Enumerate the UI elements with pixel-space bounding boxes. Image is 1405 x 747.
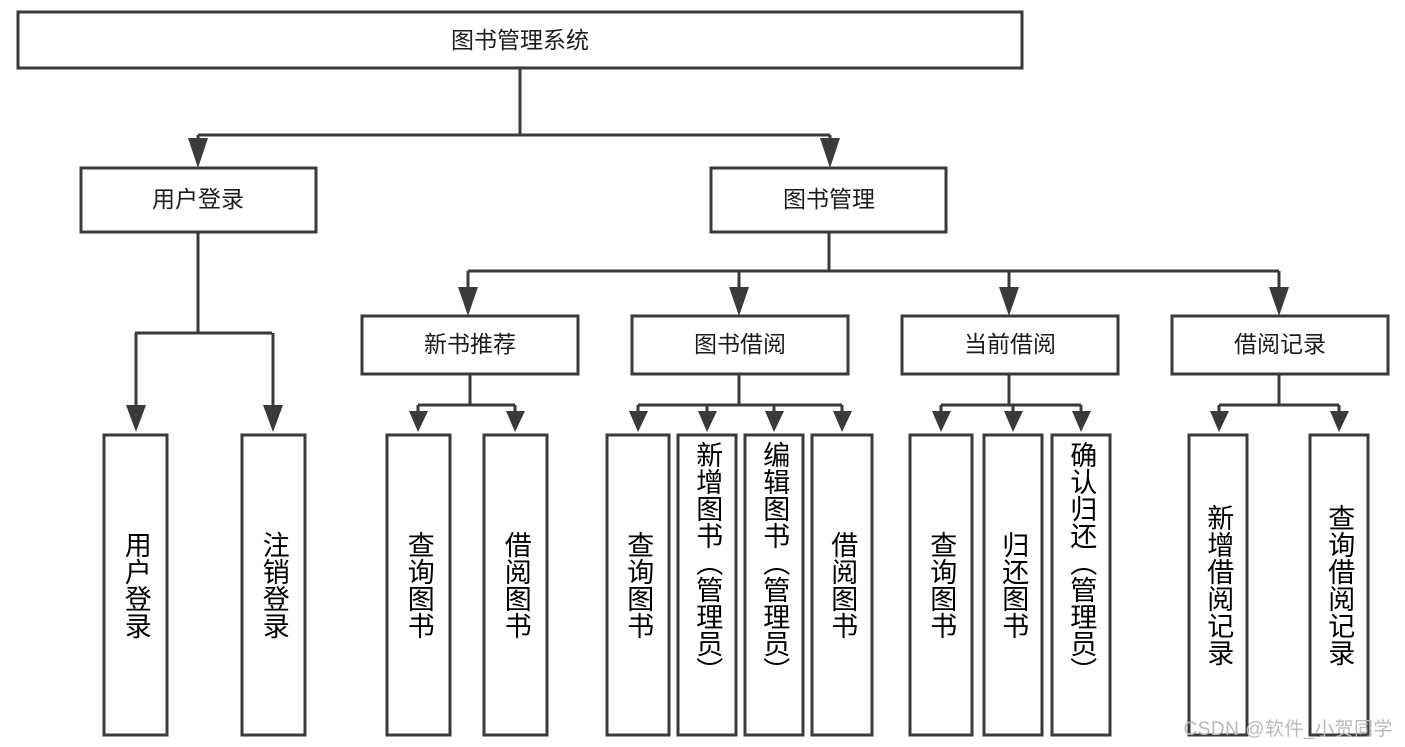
leaf-query-book-current-label: 查询图书 xyxy=(926,531,957,639)
arrow-book-mgmt xyxy=(820,138,840,168)
arrow-leaf-user-login xyxy=(126,405,146,432)
leaf-borrow-book-borrow-label: 借阅图书 xyxy=(827,531,858,639)
leaf-query-borrow-record-rect[interactable] xyxy=(1308,433,1370,737)
leaf-node-borrow-book-borrow[interactable]: 借阅图书 xyxy=(810,433,874,737)
arrow-leaf-query-book-2 xyxy=(629,411,648,432)
leaf-node-add-borrow-record[interactable]: 新增借阅记录 xyxy=(1187,433,1249,737)
leaf-query-book-newbook-rect[interactable] xyxy=(385,433,452,737)
csdn-watermark: CSDN @软件_小贺同学 xyxy=(1183,719,1393,740)
arrow-leaf-query-record xyxy=(1330,411,1349,432)
leaf-user-login-label: 用户登录 xyxy=(120,531,151,639)
leaf-confirm-return-admin-rect[interactable] xyxy=(1050,433,1112,737)
leaf-node-confirm-return-admin[interactable]: 确认归还（管理员） xyxy=(1050,433,1112,737)
leaf-node-query-book-newbook[interactable]: 查询图书 xyxy=(385,433,452,737)
node-borrow-record[interactable]: 借阅记录 xyxy=(1170,314,1390,376)
arrow-leaf-confirm-return xyxy=(1072,411,1091,432)
leaf-node-edit-book-admin[interactable]: 编辑图书（管理员） xyxy=(743,433,805,737)
leaf-add-borrow-record-rect[interactable] xyxy=(1187,433,1249,737)
leaf-add-borrow-record-label: 新增借阅记录 xyxy=(1203,504,1234,666)
leaf-node-user-login[interactable]: 用户登录 xyxy=(102,433,169,737)
node-root[interactable]: 图书管理系统 xyxy=(16,10,1024,70)
node-book-management[interactable]: 图书管理 xyxy=(709,166,948,234)
arrow-leaf-borrow-book-1 xyxy=(506,411,525,432)
arrow-leaf-add-book xyxy=(698,411,717,432)
leaf-logout-label: 注销登录 xyxy=(258,531,289,639)
leaf-node-return-book[interactable]: 归还图书 xyxy=(982,433,1044,737)
leaf-user-login-rect[interactable] xyxy=(102,433,169,737)
arrow-book-borrow xyxy=(729,287,749,316)
node-user-login-label: 用户登录 xyxy=(152,186,244,212)
node-book-management-rect[interactable] xyxy=(709,166,948,234)
arrow-leaf-query-book-3 xyxy=(932,411,951,432)
leaf-borrow-book-newbook-rect[interactable] xyxy=(482,433,549,737)
leaf-node-query-book-borrow[interactable]: 查询图书 xyxy=(605,433,671,737)
node-new-book-recommend-label: 新书推荐 xyxy=(424,331,516,357)
arrow-leaf-add-record xyxy=(1210,411,1229,432)
leaf-add-book-admin-label: 新增图书（管理员） xyxy=(692,441,723,684)
leaf-add-book-admin-rect[interactable] xyxy=(676,433,738,737)
leaf-node-query-book-current[interactable]: 查询图书 xyxy=(908,433,974,737)
arrow-borrow-record xyxy=(1269,287,1289,316)
leaf-node-borrow-book-newbook[interactable]: 借阅图书 xyxy=(482,433,549,737)
node-new-book-recommend[interactable]: 新书推荐 xyxy=(360,314,580,376)
leaf-query-book-newbook-label: 查询图书 xyxy=(403,531,434,639)
node-borrow-record-rect[interactable] xyxy=(1170,314,1390,376)
arrow-leaf-query-book-1 xyxy=(409,411,428,432)
node-book-borrow-rect[interactable] xyxy=(630,314,850,376)
leaf-query-book-borrow-label: 查询图书 xyxy=(623,531,654,639)
leaf-node-logout[interactable]: 注销登录 xyxy=(240,433,307,737)
leaf-node-query-borrow-record[interactable]: 查询借阅记录 xyxy=(1308,433,1370,737)
node-current-borrow-rect[interactable] xyxy=(900,314,1120,376)
leaf-edit-book-admin-rect[interactable] xyxy=(743,433,805,737)
leaf-query-book-borrow-rect[interactable] xyxy=(605,433,671,737)
leaf-node-add-book-admin[interactable]: 新增图书（管理员） xyxy=(676,433,738,737)
node-user-login[interactable]: 用户登录 xyxy=(79,166,318,234)
leaf-query-borrow-record-label: 查询借阅记录 xyxy=(1324,504,1355,666)
node-book-borrow-label: 图书借阅 xyxy=(694,331,786,357)
node-book-management-label: 图书管理 xyxy=(783,186,875,212)
arrow-leaf-return-book xyxy=(1004,411,1023,432)
node-current-borrow-label: 当前借阅 xyxy=(964,331,1056,357)
leaf-logout-rect[interactable] xyxy=(240,433,307,737)
leaf-query-book-current-rect[interactable] xyxy=(908,433,974,737)
leaf-return-book-rect[interactable] xyxy=(982,433,1044,737)
node-user-login-rect[interactable] xyxy=(79,166,318,234)
leaf-return-book-label: 归还图书 xyxy=(998,531,1029,639)
arrow-leaf-logout xyxy=(263,405,283,432)
leaf-borrow-book-newbook-label: 借阅图书 xyxy=(500,531,531,639)
arrow-user-login xyxy=(188,138,208,168)
arrow-leaf-borrow-book-2 xyxy=(833,411,852,432)
leaf-confirm-return-admin-label: 确认归还（管理员） xyxy=(1066,441,1097,684)
node-new-book-recommend-rect[interactable] xyxy=(360,314,580,376)
node-current-borrow[interactable]: 当前借阅 xyxy=(900,314,1120,376)
leaf-edit-book-admin-label: 编辑图书（管理员） xyxy=(759,441,790,684)
node-book-borrow[interactable]: 图书借阅 xyxy=(630,314,850,376)
leaf-borrow-book-borrow-rect[interactable] xyxy=(810,433,874,737)
arrow-leaf-edit-book xyxy=(765,411,784,432)
connector-layer xyxy=(126,68,1349,432)
node-root-rect[interactable] xyxy=(16,10,1024,70)
node-borrow-record-label: 借阅记录 xyxy=(1234,331,1326,357)
node-root-label: 图书管理系统 xyxy=(451,27,589,53)
arrow-current-borrow xyxy=(999,287,1019,316)
arrow-new-book-rec xyxy=(458,287,478,316)
